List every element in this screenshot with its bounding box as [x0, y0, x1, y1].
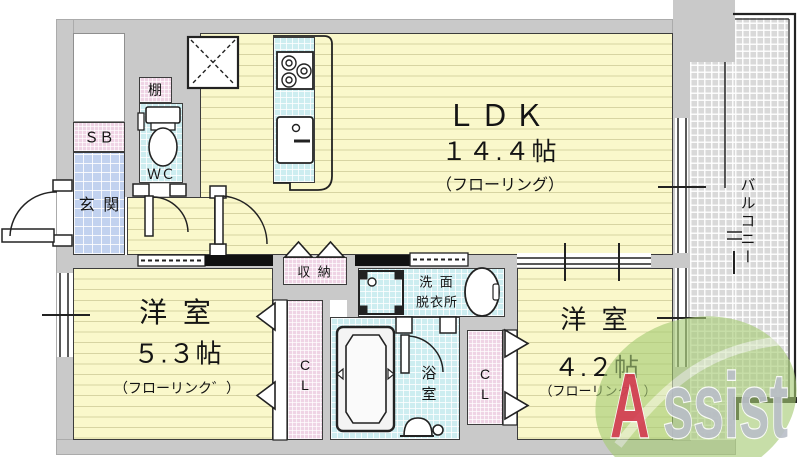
shoe-box-area: [73, 122, 125, 152]
room-bedroom-53: [73, 268, 273, 440]
room-ldk: [200, 33, 673, 255]
wall-cl53-bath: [323, 300, 330, 440]
closet42-label: CL: [477, 366, 493, 406]
wall-bottom: [56, 439, 736, 455]
assist-logo: A ssist: [595, 316, 797, 457]
ldk-area-label: １４.４帖: [441, 138, 559, 166]
assist-logo-text: A ssist: [610, 355, 788, 457]
storage-label: 収 納: [297, 264, 333, 280]
washroom-label-line1: 洗 面: [419, 274, 455, 290]
ldk-name-label: ＬＤＫ: [446, 100, 548, 133]
shoe-box-label: ＳＢ: [83, 129, 115, 147]
void-area: [73, 33, 125, 122]
ldk-flooring-label: （フローリング）: [435, 177, 565, 194]
assist-logo-rest: ssist: [663, 355, 788, 457]
wall-under-cl42: [467, 425, 517, 440]
closet53-label: CL: [297, 357, 313, 397]
hallway: [127, 197, 215, 255]
wall-42-left: [505, 255, 517, 440]
wall-storage-right: [347, 255, 358, 317]
room-bathroom: [330, 317, 460, 440]
balcony-label: バルコニー: [738, 177, 756, 267]
wall-corner-block: [673, 0, 735, 62]
bedroom53-name-label: 洋 室: [139, 297, 215, 328]
wall-bath-top-right: [456, 317, 517, 333]
bedroom53-area-label: ５.３帖: [133, 338, 223, 369]
room-entrance: [73, 152, 125, 255]
wall-left: [56, 19, 74, 453]
shelf-area: [139, 77, 172, 103]
entrance-label: 玄 関: [78, 197, 122, 214]
closet-53-area: [287, 300, 323, 440]
assist-logo-initial: A: [610, 355, 649, 457]
washroom-label-line2: 脱衣所: [415, 294, 459, 310]
shelf-label: 棚: [148, 82, 162, 98]
wc-label: ＷＣ: [147, 166, 175, 182]
storage-area: [283, 257, 347, 285]
wall-bath-right: [456, 317, 467, 440]
kitchen-counter-area: [273, 37, 315, 183]
wall-top: [56, 19, 691, 34]
bathroom-label: 浴室: [419, 365, 437, 407]
wall-wc-bottom: [125, 183, 200, 197]
wall-mid-row: [73, 255, 690, 268]
closet-42-area: [467, 330, 503, 425]
bedroom42-name-label: 洋 室: [560, 304, 632, 335]
bedroom53-flooring-label: （フローリンク゛）: [114, 380, 240, 396]
wall-under-storage: [273, 285, 347, 300]
